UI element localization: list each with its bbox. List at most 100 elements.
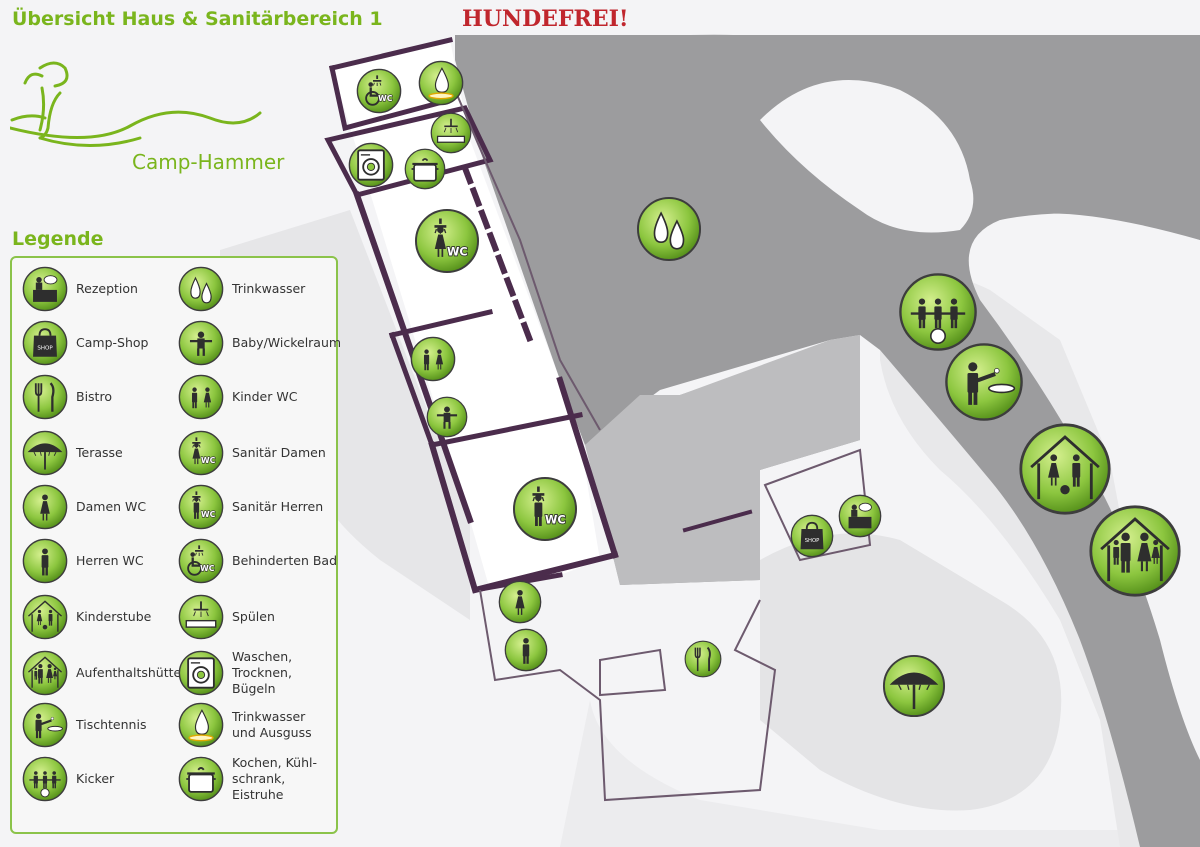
map-badge-children-icon[interactable] (410, 336, 456, 382)
woman-shower-icon: WC (178, 430, 224, 476)
svg-text:WC: WC (378, 94, 393, 103)
map-badge-reception-icon[interactable] (838, 494, 882, 538)
svg-text:SHOP: SHOP (37, 345, 53, 351)
legend-item-baby-wickelraum: Baby/Wickelraum (178, 318, 342, 368)
map-badge-bistro-icon[interactable] (684, 640, 722, 678)
legend-label: Waschen, Trocknen, Bügeln (232, 649, 293, 696)
man-icon (22, 538, 68, 584)
legend-item-sanitaer-herren: WC Sanitär Herren (178, 482, 338, 532)
legend-item-camp-shop: SHOP Camp-Shop (22, 318, 182, 368)
legend-item-behinderten-bad: WC Behinderten Bad (178, 536, 338, 586)
legend-panel: Rezeption SHOP Camp-Shop Bistro Terasse D… (10, 256, 342, 834)
children-icon (178, 374, 224, 420)
legend-item-trinkwasser: Trinkwasser (178, 264, 338, 314)
legend-label: Kinder WC (232, 389, 298, 404)
logo-text: Camp-Hammer (132, 150, 285, 174)
legend-item-tischtennis: Tischtennis (22, 700, 182, 750)
wheelchair-icon: WC (178, 538, 224, 584)
legend-label: Sanitär Damen (232, 445, 326, 460)
map-badge-drops-icon[interactable] (636, 196, 702, 262)
umbrella-icon (22, 430, 68, 476)
legend-label: Kinderstube (76, 609, 152, 624)
table-tennis-icon (22, 702, 68, 748)
legend-item-kochen: Kochen, Kühl- schrank, Eistruhe (178, 754, 338, 804)
svg-text:WC: WC (201, 510, 216, 519)
family-house-icon (22, 650, 68, 696)
legend-label: Trinkwasser (232, 281, 306, 296)
legend-label: Aufenthaltshütte (76, 665, 182, 680)
map-badge-man-icon[interactable] (504, 628, 548, 672)
legend-item-kinder-wc: Kinder WC (178, 372, 338, 422)
legend-label: Tischtennis (76, 717, 147, 732)
legend-label: Trinkwasser und Ausguss (232, 709, 312, 740)
legend-label: Terasse (76, 445, 123, 460)
legend-item-kinderstube: Kinderstube (22, 592, 182, 642)
legend-heading: Legende (12, 228, 104, 250)
map-badge-baby-icon[interactable] (426, 396, 468, 438)
map-badge-table-tennis-icon[interactable] (944, 342, 1024, 422)
pot-icon (178, 756, 224, 802)
dog-free-warning: HUNDEFREI! (462, 6, 629, 32)
drop-basin-icon (178, 702, 224, 748)
map-badge-kids-house-icon[interactable] (1018, 422, 1112, 516)
map-badge-family-house-icon[interactable] (1088, 504, 1182, 598)
paved-loop (690, 34, 1200, 240)
center-court (585, 335, 860, 585)
reception-icon (22, 266, 68, 312)
drops-icon (178, 266, 224, 312)
legend-item-terasse: Terasse (22, 428, 182, 478)
map-badge-shop-icon[interactable]: SHOP (790, 514, 834, 558)
bistro-icon (22, 374, 68, 420)
legend-item-spuelen: Spülen (178, 592, 338, 642)
map-badge-pot-icon[interactable] (404, 148, 446, 190)
svg-text:WC: WC (545, 514, 566, 527)
paved-loop-inner (760, 80, 974, 233)
map-badge-woman-shower-icon[interactable]: WC (414, 208, 480, 274)
map-badge-man-shower-icon[interactable]: WC (512, 476, 578, 542)
kicker-icon (22, 756, 68, 802)
sink-icon (178, 594, 224, 640)
svg-text:WC: WC (201, 456, 216, 465)
legend-label: Bistro (76, 389, 112, 404)
washer-icon (178, 650, 224, 696)
svg-text:WC: WC (447, 246, 468, 259)
lawn-area-lower (560, 700, 1200, 847)
legend-item-damen-wc: Damen WC (22, 482, 182, 532)
map-badge-wheelchair-icon[interactable]: WC (356, 68, 402, 114)
legend-item-rezeption: Rezeption (22, 264, 182, 314)
map-badge-drop-basin-icon[interactable] (418, 60, 464, 106)
page-title: Übersicht Haus & Sanitärbereich 1 (12, 8, 383, 30)
map-badge-kicker-icon[interactable] (898, 272, 978, 352)
legend-item-trinkwasser-ausguss: Trinkwasser und Ausguss (178, 700, 338, 750)
legend-label: Behinderten Bad (232, 553, 338, 568)
annex-outlines (454, 89, 872, 802)
legend-item-bistro: Bistro (22, 372, 182, 422)
legend-item-waschen: Waschen, Trocknen, Bügeln (178, 648, 338, 698)
legend-label: Sanitär Herren (232, 499, 324, 514)
svg-text:WC: WC (200, 564, 215, 573)
legend-label: Rezeption (76, 281, 138, 296)
map-badge-woman-icon[interactable] (498, 580, 542, 624)
legend-label: Kochen, Kühl- schrank, Eistruhe (232, 755, 317, 802)
legend-item-herren-wc: Herren WC (22, 536, 182, 586)
legend-label: Camp-Shop (76, 335, 149, 350)
legend-item-kicker: Kicker (22, 754, 182, 804)
legend-label: Damen WC (76, 499, 147, 514)
legend-label: Herren WC (76, 553, 144, 568)
legend-item-aufenthaltshuette: Aufenthaltshütte (22, 648, 182, 698)
kids-house-icon (22, 594, 68, 640)
man-shower-icon: WC (178, 484, 224, 530)
map-badge-sink-icon[interactable] (430, 112, 472, 154)
woman-icon (22, 484, 68, 530)
svg-text:SHOP: SHOP (805, 538, 820, 544)
legend-label: Spülen (232, 609, 275, 624)
shop-icon: SHOP (22, 320, 68, 366)
camp-logo (10, 61, 262, 147)
map-badge-umbrella-icon[interactable] (882, 654, 946, 718)
legend-item-sanitaer-damen: WC Sanitär Damen (178, 428, 338, 478)
baby-icon (178, 320, 224, 366)
legend-label: Baby/Wickelraum (232, 335, 342, 350)
building-floor (332, 40, 600, 590)
map-badge-washer-icon[interactable] (348, 142, 394, 188)
legend-label: Kicker (76, 771, 115, 786)
